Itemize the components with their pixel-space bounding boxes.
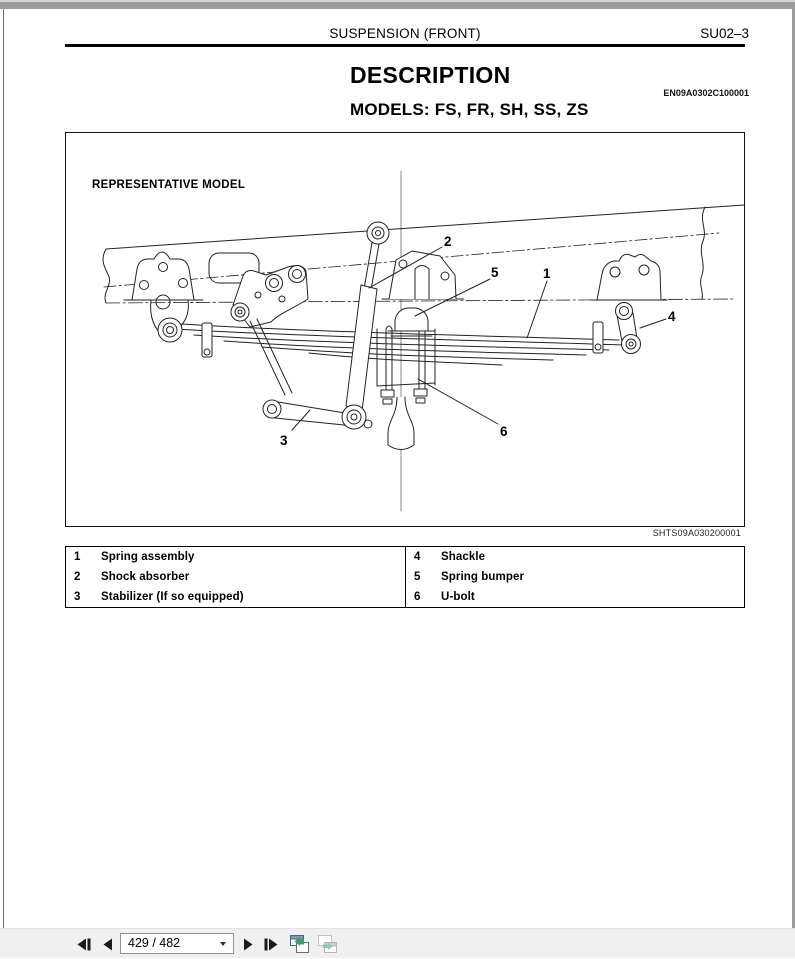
figure-caption: REPRESENTATIVE MODEL [92, 179, 246, 191]
legend-row: 3 Stabilizer (If so equipped) [66, 587, 405, 607]
callout-3: 3 [280, 433, 288, 448]
previous-view-button[interactable] [288, 929, 312, 959]
previous-page-icon [103, 938, 112, 950]
next-view-icon [318, 935, 337, 953]
callout-5: 5 [491, 265, 499, 280]
legend-num: 3 [74, 591, 81, 603]
legend-column-right: 4 Shackle 5 Spring bumper 6 U-bolt [405, 547, 744, 607]
combobox-caret-icon [220, 942, 226, 946]
page-number-value: 429 / 482 [128, 936, 181, 950]
previous-view-icon [290, 935, 309, 953]
legend-row: 1 Spring assembly [66, 547, 405, 567]
legend-num: 2 [74, 571, 81, 583]
last-page-button[interactable] [261, 929, 281, 959]
legend-row: 6 U-bolt [406, 587, 744, 607]
document-code: EN09A0302C100001 [663, 88, 749, 98]
running-header-page-code: SU02–3 [700, 26, 749, 41]
next-page-button[interactable] [240, 929, 256, 959]
next-page-icon [243, 938, 252, 950]
legend-row: 4 Shackle [406, 547, 744, 567]
previous-page-button[interactable] [99, 929, 115, 959]
callout-1: 1 [543, 266, 551, 281]
legend-label: Spring bumper [441, 571, 525, 583]
models-line: MODELS: FS, FR, SH, SS, ZS [350, 100, 589, 119]
callout-4: 4 [668, 309, 676, 324]
viewer-top-edge [0, 0, 795, 9]
legend-column-left: 1 Spring assembly 2 Shock absorber 3 Sta… [66, 547, 405, 607]
page-number-combobox[interactable]: 429 / 482 [120, 933, 234, 954]
legend-row: 5 Spring bumper [406, 567, 744, 587]
legend-label: Spring assembly [101, 551, 195, 563]
legend-num: 5 [414, 571, 421, 583]
last-page-icon [264, 938, 278, 950]
first-page-icon [77, 938, 91, 950]
legend-table: 1 Spring assembly 2 Shock absorber 3 Sta… [65, 546, 745, 608]
next-view-button[interactable] [316, 929, 340, 959]
legend-num: 4 [414, 551, 421, 563]
suspension-figure: 2 5 1 4 3 6 [65, 132, 745, 527]
figure-code: SHTS09A030200001 [652, 528, 741, 538]
legend-label: Shackle [441, 551, 486, 563]
header-rule [65, 44, 745, 47]
page-title: DESCRIPTION [350, 62, 511, 88]
callout-6: 6 [500, 424, 508, 439]
running-header-title: SUSPENSION (FRONT) [329, 26, 481, 41]
first-page-button[interactable] [74, 929, 94, 959]
document-page: SUSPENSION (FRONT) SU02–3 DESCRIPTION EN… [4, 9, 793, 928]
legend-label: Stabilizer (If so equipped) [101, 591, 244, 603]
suspension-diagram: 2 5 1 4 3 6 [102, 170, 744, 512]
page-right-border [792, 9, 795, 928]
page-navigation-toolbar: 429 / 482 [0, 928, 795, 958]
legend-num: 1 [74, 551, 81, 563]
legend-label: U-bolt [441, 591, 475, 603]
legend-num: 6 [414, 591, 421, 603]
page-left-border [3, 9, 4, 928]
legend-row: 2 Shock absorber [66, 567, 405, 587]
legend-label: Shock absorber [101, 571, 190, 583]
callout-2: 2 [444, 234, 452, 249]
